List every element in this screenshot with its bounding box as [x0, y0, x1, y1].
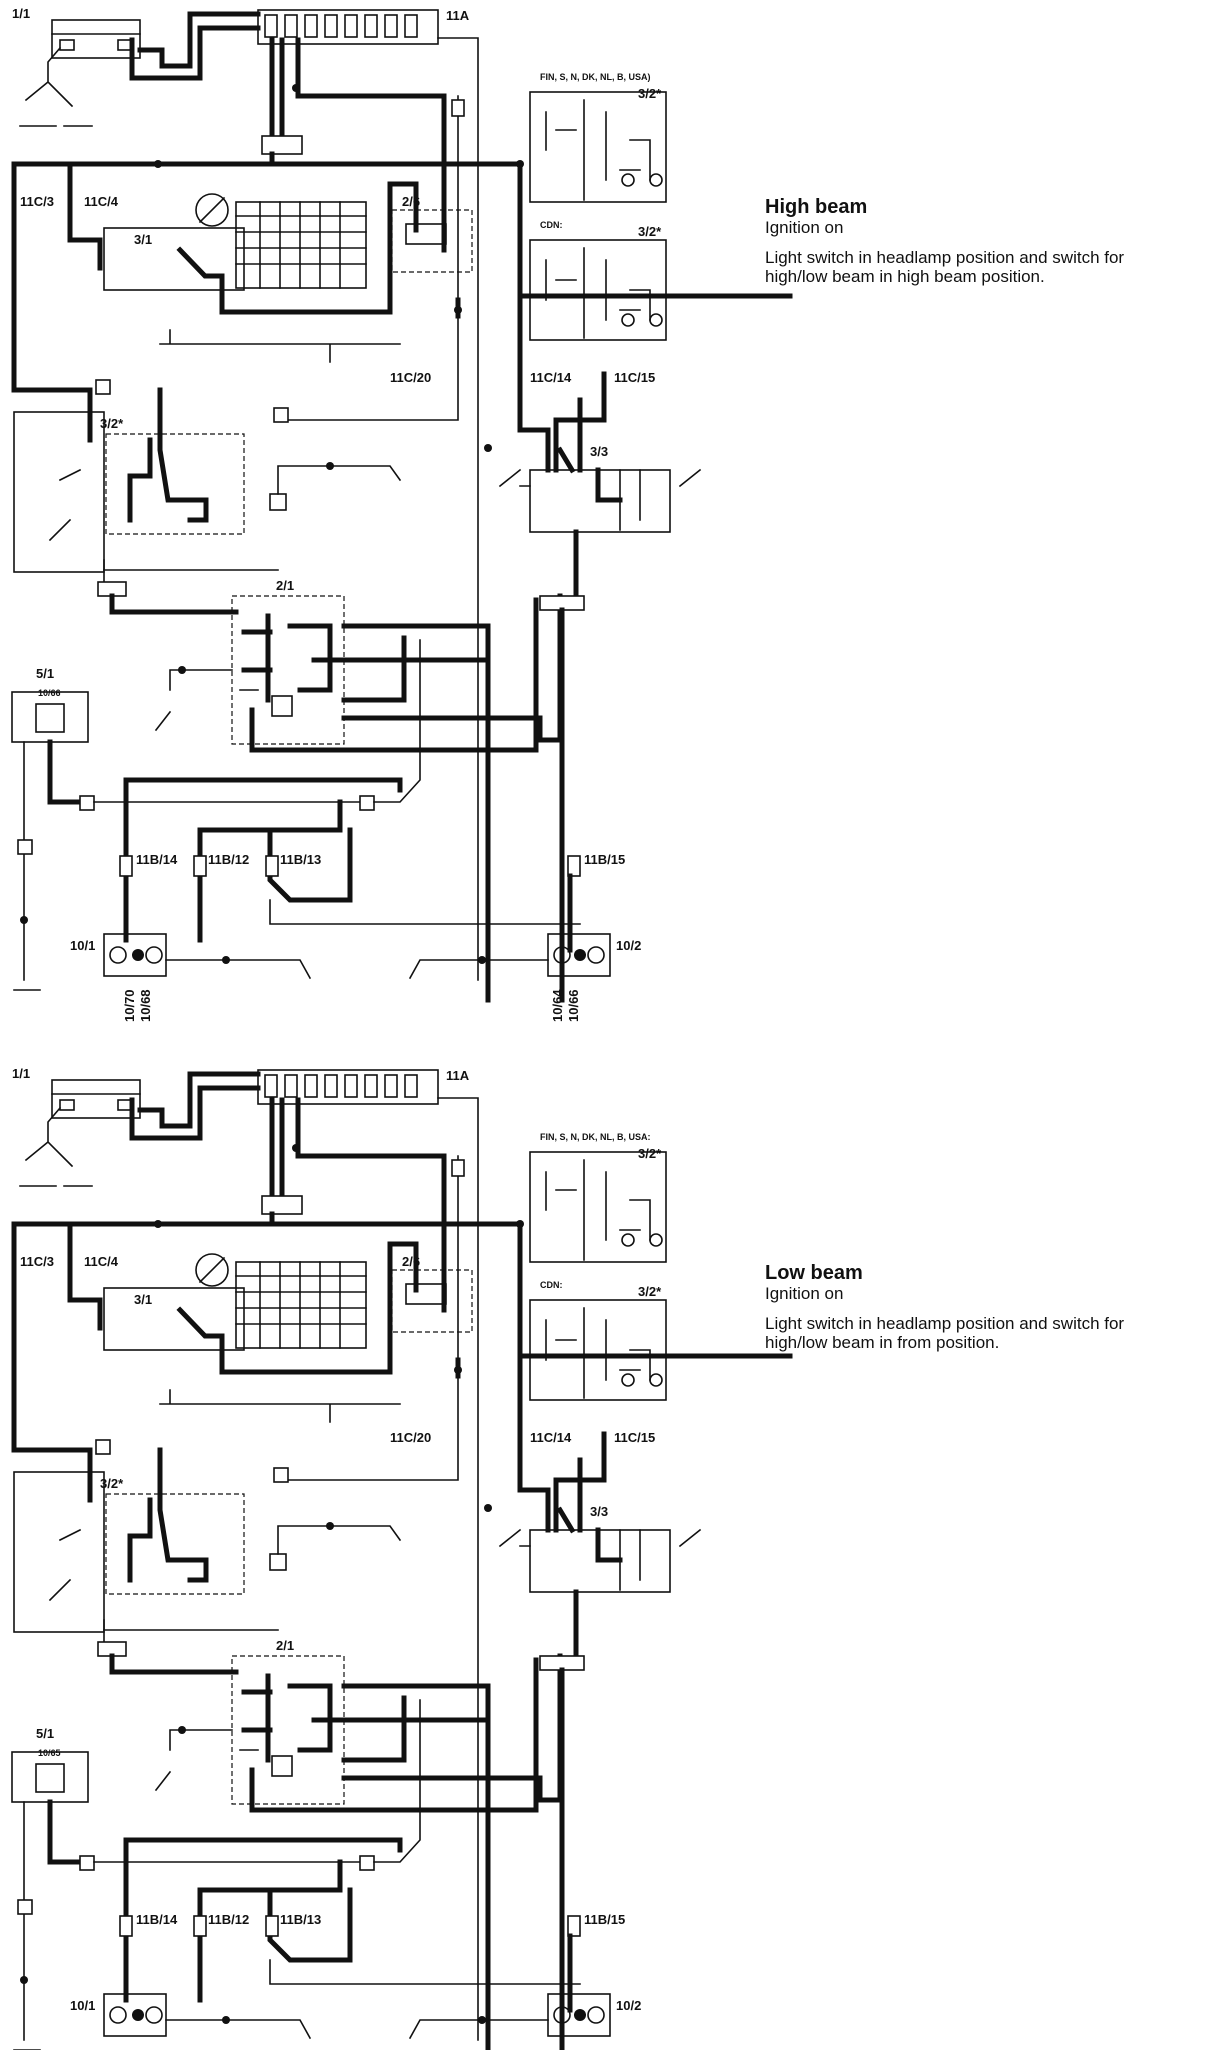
label-r26: 2/6 — [402, 194, 420, 209]
label-c11c14: 11C/14 — [530, 370, 572, 385]
label-hl102: 10/2 — [616, 1998, 641, 2013]
label-bulb2: 10/68 — [138, 989, 153, 1022]
label-hl102: 10/2 — [616, 938, 641, 953]
label-c11b12: 11B/12 — [208, 852, 249, 867]
label-ind51: 5/1 — [36, 1726, 54, 1741]
label-c11c14: 11C/14 — [530, 1430, 572, 1445]
legend-condition: Ignition on — [765, 218, 844, 237]
label-c11a: 11A — [446, 8, 470, 23]
label-sw31: 3/1 — [134, 1292, 152, 1307]
label-c11b13: 11B/13 — [280, 1912, 321, 1927]
label-hl101: 10/1 — [70, 938, 95, 953]
label-c1_1: 1/1 — [12, 6, 30, 21]
label-market: FIN, S, N, DK, NL, B, USA) — [540, 72, 651, 82]
label-bulb4: 10/66 — [566, 989, 581, 1022]
legend-description: Light switch in headlamp position and sw… — [765, 1314, 1125, 1352]
legend-condition: Ignition on — [765, 1284, 844, 1303]
label-r26: 2/6 — [402, 1254, 420, 1269]
label-sw33: 3/3 — [590, 444, 608, 459]
legend-title: Low beam — [765, 1262, 863, 1284]
label-c11c20: 11C/20 — [390, 370, 431, 385]
legend-low-beam: Low beam Ignition on Light switch in hea… — [765, 1262, 1185, 1352]
label-c11c4: 11C/4 — [84, 1254, 119, 1269]
label-market: FIN, S, N, DK, NL, B, USA: — [540, 1132, 651, 1142]
label-c1_1: 1/1 — [12, 1066, 30, 1081]
label-bulb1: 10/70 — [122, 989, 137, 1022]
label-c11a: 11A — [446, 1068, 470, 1083]
label-c11b14: 11B/14 — [136, 852, 178, 867]
label-sw32a: 3/2* — [638, 1146, 662, 1161]
label-bulb: 10/65 — [38, 1748, 61, 1758]
label-bulb: 10/66 — [38, 688, 61, 698]
label-sw32b: 3/2* — [638, 224, 662, 239]
legend-title: High beam — [765, 196, 868, 218]
label-sw32b: 3/2* — [638, 1284, 662, 1299]
label-c11c3: 11C/3 — [20, 1254, 54, 1269]
label-c11c15: 11C/15 — [614, 1430, 655, 1445]
label-c11b15: 11B/15 — [584, 1912, 625, 1927]
label-c11c3: 11C/3 — [20, 194, 54, 209]
label-sw32a: 3/2* — [638, 86, 662, 101]
label-sw31: 3/1 — [134, 232, 152, 247]
label-c11b12: 11B/12 — [208, 1912, 249, 1927]
label-ind51: 5/1 — [36, 666, 54, 681]
legend-description: Light switch in headlamp position and sw… — [765, 248, 1125, 286]
label-c11c20: 11C/20 — [390, 1430, 431, 1445]
label-bulb3: 10/64 — [550, 989, 565, 1022]
label-sw32c: 3/2* — [100, 1476, 124, 1491]
label-sw33: 3/3 — [590, 1504, 608, 1519]
label-c11b15: 11B/15 — [584, 852, 625, 867]
label-cdn: CDN: — [540, 220, 563, 230]
label-c11b13: 11B/13 — [280, 852, 321, 867]
label-r21: 2/1 — [276, 1638, 294, 1653]
label-hl101: 10/1 — [70, 1998, 95, 2013]
label-c11c15: 11C/15 — [614, 370, 655, 385]
legend-high-beam: High beam Ignition on Light switch in he… — [765, 196, 1185, 286]
label-c11b14: 11B/14 — [136, 1912, 178, 1927]
label-sw32c: 3/2* — [100, 416, 124, 431]
label-c11c4: 11C/4 — [84, 194, 119, 209]
label-r21: 2/1 — [276, 578, 294, 593]
label-cdn: CDN: — [540, 1280, 563, 1290]
